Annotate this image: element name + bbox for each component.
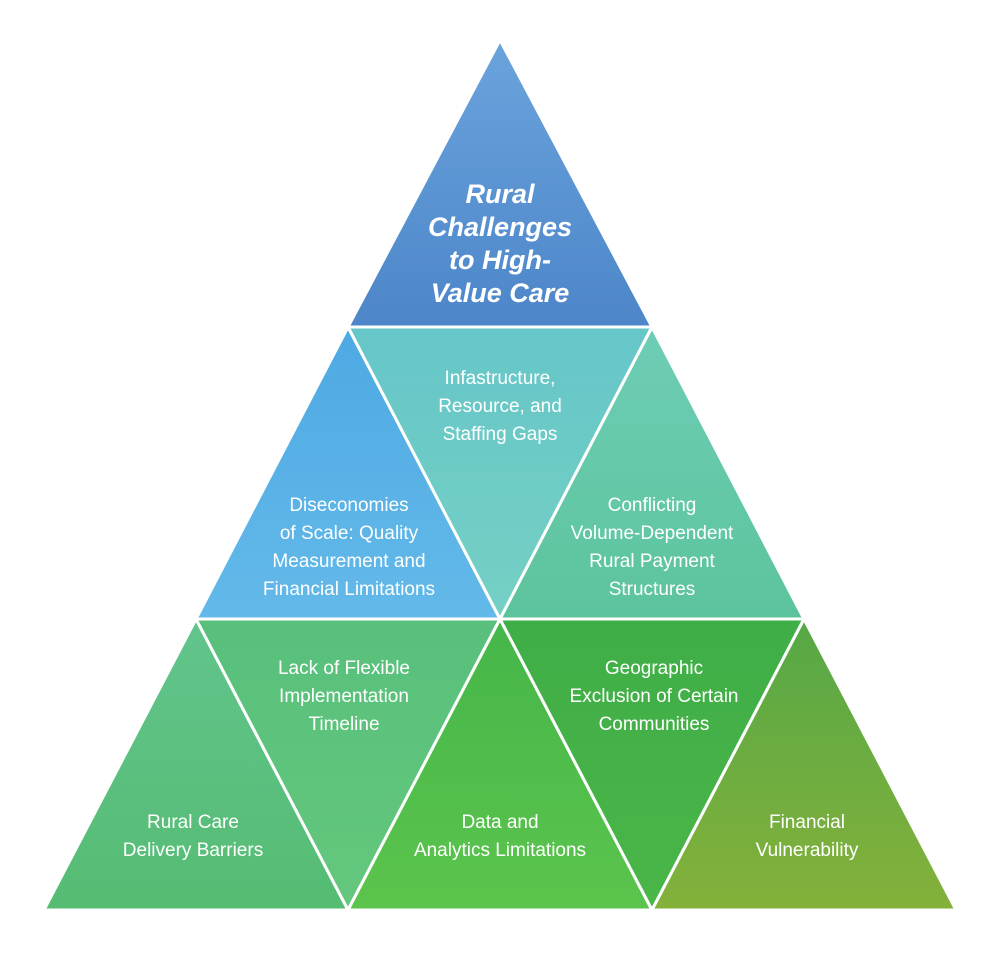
label-line: Rural Care bbox=[147, 812, 239, 833]
apex-title: Rural Challenges to High- Value Care bbox=[428, 178, 572, 310]
diseconomies-label: Diseconomies of Scale: Quality Measureme… bbox=[263, 492, 435, 604]
label-line: Lack of Flexible bbox=[277, 658, 411, 679]
label-line: of Scale: Quality bbox=[279, 523, 419, 544]
apex-title-line: to High- bbox=[449, 245, 551, 275]
label-line: Financial Limitations bbox=[262, 579, 436, 600]
label-line: Data and bbox=[461, 812, 539, 833]
label-line: Diseconomies bbox=[289, 495, 409, 516]
label-line: Vulnerability bbox=[755, 840, 859, 861]
label-line: Analytics Limitations bbox=[413, 840, 587, 861]
label-line: Measurement and bbox=[272, 551, 426, 572]
rural-care-label: Rural Care Delivery Barriers bbox=[123, 809, 263, 865]
apex-title-line: Rural bbox=[465, 179, 535, 209]
flexible-timeline-label: Lack of Flexible Implementation Timeline bbox=[278, 655, 410, 739]
label-line: Financial bbox=[768, 812, 846, 833]
label-line: Conflicting bbox=[607, 495, 697, 516]
label-line: Rural Payment bbox=[589, 551, 715, 572]
label-line: Staffing Gaps bbox=[442, 424, 558, 445]
apex-title-line: Value Care bbox=[430, 278, 570, 308]
financial-vulnerability-label: Financial Vulnerability bbox=[756, 809, 859, 865]
label-line: Structures bbox=[608, 579, 696, 600]
label-line: Timeline bbox=[308, 714, 380, 735]
label-line: Geographic bbox=[604, 658, 704, 679]
apex-title-line: Challenges bbox=[427, 212, 573, 242]
label-line: Resource, and bbox=[438, 396, 562, 417]
label-line: Infastructure, bbox=[444, 368, 556, 389]
label-line: Implementation bbox=[279, 686, 409, 707]
label-line: Exclusion of Certain bbox=[569, 686, 739, 707]
conflicting-label: Conflicting Volume-Dependent Rural Payme… bbox=[571, 492, 734, 604]
label-line: Volume-Dependent bbox=[570, 523, 734, 544]
data-analytics-label: Data and Analytics Limitations bbox=[414, 809, 586, 865]
financial-vulnerability-triangle bbox=[649, 615, 959, 912]
label-line: Communities bbox=[598, 714, 710, 735]
geographic-exclusion-label: Geographic Exclusion of Certain Communit… bbox=[570, 655, 739, 739]
label-line: Delivery Barriers bbox=[122, 840, 264, 861]
infrastructure-label: Infastructure, Resource, and Staffing Ga… bbox=[438, 365, 562, 449]
